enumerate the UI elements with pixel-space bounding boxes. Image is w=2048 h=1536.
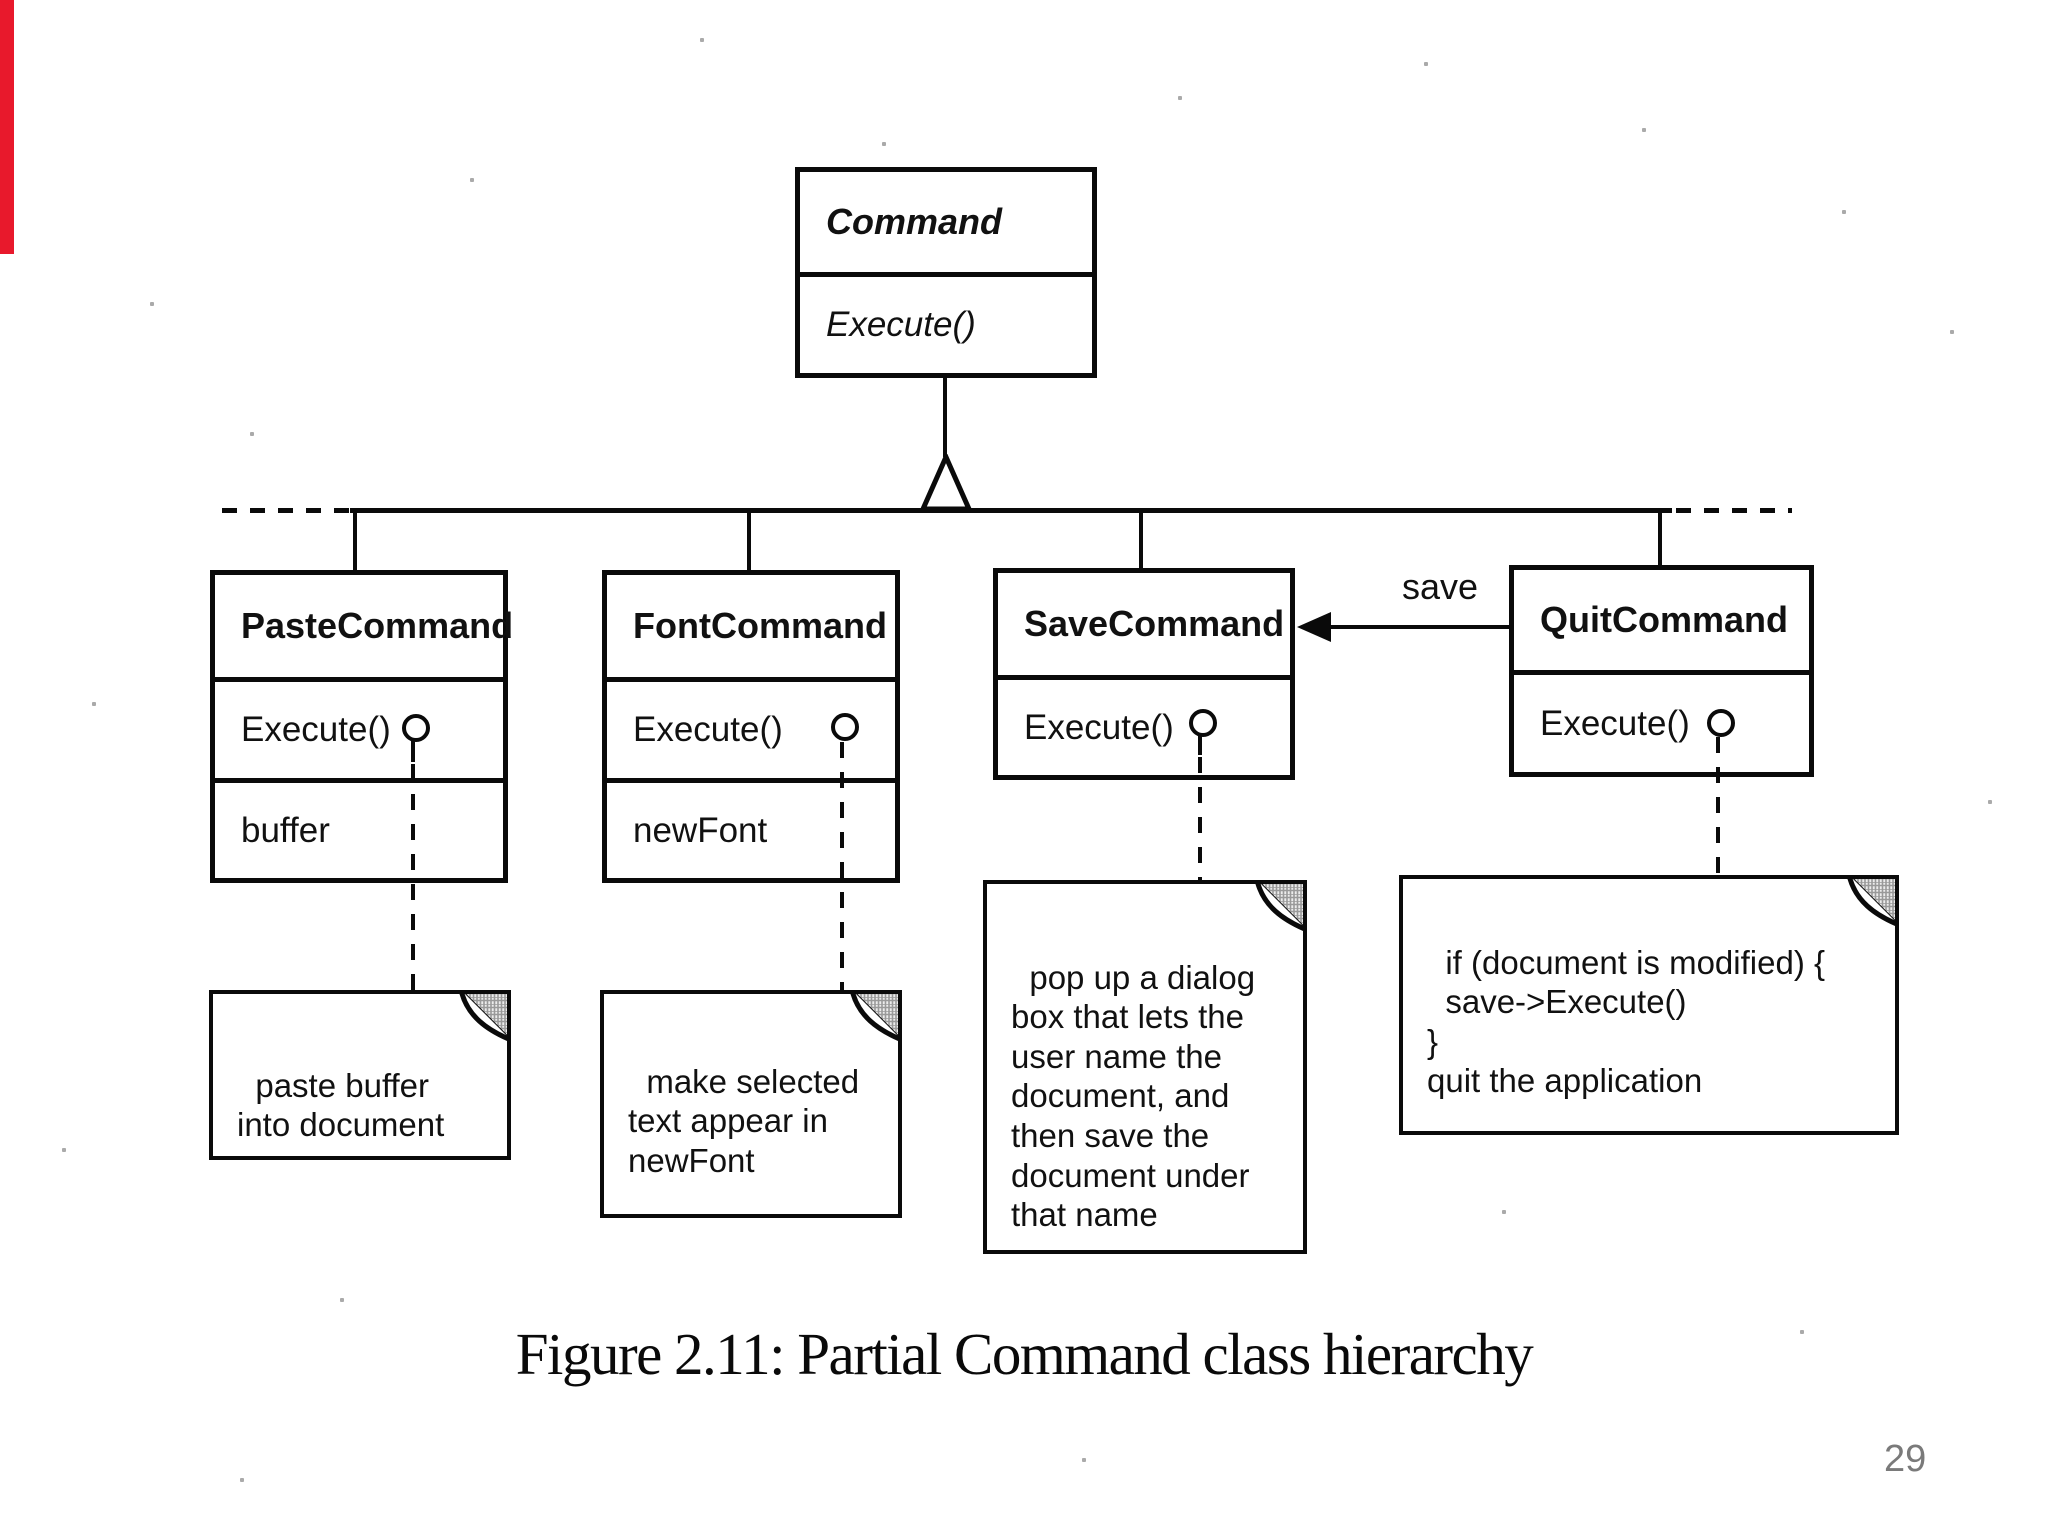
scan-speck: [150, 302, 154, 306]
class-attribute: buffer: [241, 810, 330, 850]
class-box-quitcommand: QuitCommand Execute(): [1509, 565, 1814, 777]
scan-speck: [62, 1148, 66, 1152]
scan-speck: [1642, 128, 1646, 132]
hierarchy-line: [350, 508, 1672, 513]
note-dogear-icon: [1255, 884, 1303, 931]
scan-speck: [250, 432, 254, 436]
class-name: PasteCommand: [241, 605, 514, 646]
note-dogear-icon: [459, 994, 507, 1041]
note-anchor-stem: [1198, 735, 1202, 755]
scan-speck: [1950, 330, 1954, 334]
note-text: make selected text appear in newFont: [628, 1062, 860, 1179]
class-box-command: Command Execute(): [795, 167, 1097, 378]
class-box-pastecommand: PasteCommand Execute() buffer: [210, 570, 513, 883]
inheritance-stem-line: [943, 377, 947, 457]
inheritance-triangle-icon: [920, 454, 972, 512]
scan-speck: [1178, 96, 1182, 100]
note-dashed-line-fontcommand: [840, 742, 844, 990]
note-dashed-line-quitcommand: [1716, 737, 1720, 875]
note-quitcommand: if (document is modified) { save->Execut…: [1399, 875, 1899, 1135]
drop-line-pastecommand: [353, 512, 357, 570]
scan-speck: [1988, 800, 1992, 804]
drop-line-fontcommand: [747, 512, 751, 570]
hierarchy-line-dashed-left: [222, 508, 350, 513]
drop-line-quitcommand: [1658, 512, 1662, 565]
class-method: Execute(): [1540, 703, 1690, 743]
page-number: 29: [1884, 1438, 1927, 1480]
class-method: Execute(): [633, 710, 783, 749]
note-anchor-circle-icon: [1189, 709, 1217, 737]
association-label: save: [1402, 566, 1479, 607]
class-name: FontCommand: [633, 605, 887, 646]
scan-speck: [1842, 210, 1846, 214]
note-dashed-line-savecommand: [1198, 757, 1202, 880]
scan-speck: [1082, 1458, 1086, 1462]
scan-speck: [882, 142, 886, 146]
note-dogear-icon: [850, 994, 898, 1041]
note-dashed-line-pastecommand: [411, 764, 415, 990]
note-fontcommand: make selected text appear in newFont: [600, 990, 902, 1218]
class-box-fontcommand: FontCommand Execute() newFont: [602, 570, 900, 883]
scan-speck: [1424, 62, 1428, 66]
hierarchy-line-dashed-right: [1676, 508, 1792, 513]
note-text: paste buffer into document: [237, 1066, 445, 1144]
class-name: SaveCommand: [1024, 603, 1285, 644]
class-method: Execute(): [826, 305, 976, 344]
class-box-savecommand: SaveCommand Execute(): [993, 568, 1295, 780]
class-method: Execute(): [241, 710, 391, 749]
note-pastecommand: paste buffer into document: [209, 990, 511, 1160]
scan-speck: [340, 1298, 344, 1302]
class-name: Command: [826, 201, 1003, 242]
note-anchor-circle-icon: [831, 713, 859, 741]
scan-speck: [240, 1478, 244, 1482]
class-attribute: newFont: [633, 810, 768, 850]
slide-accent-bar: [0, 0, 14, 254]
scan-speck: [92, 702, 96, 706]
scan-speck: [1800, 1330, 1804, 1334]
note-anchor-circle-icon: [1707, 709, 1735, 737]
association-line-save: [1325, 625, 1509, 629]
note-savecommand: pop up a dialog box that lets the user n…: [983, 880, 1307, 1254]
note-text: if (document is modified) { save->Execut…: [1427, 943, 1826, 1100]
note-dogear-icon: [1847, 879, 1895, 926]
scan-speck: [1502, 1210, 1506, 1214]
scan-speck: [470, 178, 474, 182]
note-text: pop up a dialog box that lets the user n…: [1011, 958, 1256, 1234]
note-anchor-stem: [411, 740, 415, 762]
note-anchor-circle-icon: [402, 714, 430, 742]
scan-speck: [700, 38, 704, 42]
figure-caption: Figure 2.11: Partial Command class hiera…: [515, 1321, 1534, 1387]
drop-line-savecommand: [1139, 512, 1143, 568]
class-name: QuitCommand: [1540, 599, 1788, 640]
class-method: Execute(): [1024, 707, 1174, 747]
